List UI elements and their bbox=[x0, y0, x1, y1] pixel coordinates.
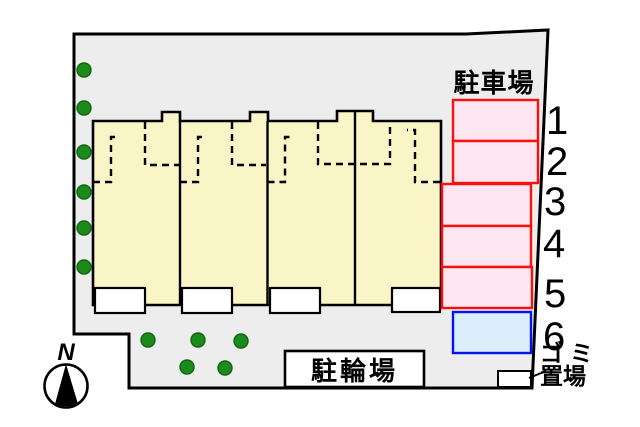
dashed-line bbox=[143, 122, 179, 167]
garbage-area-label-line1: ゴミ bbox=[540, 340, 600, 366]
tree-icon bbox=[76, 259, 92, 275]
porch bbox=[180, 286, 234, 315]
tree-icon bbox=[76, 100, 92, 116]
garbage-area-label-line2: 置場 bbox=[540, 363, 586, 389]
parking-space-3 bbox=[440, 182, 533, 228]
floorplan-dashed-lines bbox=[93, 122, 440, 184]
tree-icon bbox=[140, 332, 156, 348]
dashed-line bbox=[407, 128, 440, 184]
tree-icon bbox=[76, 144, 92, 160]
tree-icon bbox=[76, 184, 92, 200]
parking-space-2 bbox=[451, 139, 540, 185]
compass-needle-base bbox=[56, 399, 77, 407]
tree-icon bbox=[233, 333, 249, 349]
tree-icon bbox=[76, 220, 92, 236]
porch bbox=[93, 286, 147, 315]
dashed-line bbox=[267, 135, 293, 184]
bicycle-parking-box bbox=[283, 349, 426, 389]
dashed-line bbox=[180, 135, 206, 184]
unit-divider-walls bbox=[178, 111, 357, 305]
compass-needle bbox=[55, 364, 78, 404]
tree-icon bbox=[179, 359, 195, 375]
garbage-leader-line bbox=[528, 370, 547, 379]
entrance-porches bbox=[93, 286, 442, 315]
tree-icon bbox=[217, 360, 233, 376]
parking-space-5 bbox=[440, 265, 534, 310]
dashed-line bbox=[93, 135, 119, 184]
porch bbox=[390, 286, 442, 314]
parking-spaces bbox=[440, 98, 540, 355]
trees bbox=[76, 62, 249, 376]
parking-space-number-6: 6 bbox=[543, 315, 566, 359]
parking-space-number-1: 1 bbox=[546, 99, 569, 143]
parking-area-label: 駐車場 bbox=[453, 68, 535, 98]
parking-space-number-2: 2 bbox=[546, 140, 569, 184]
dashed-line bbox=[230, 122, 266, 167]
tree-icon bbox=[190, 332, 206, 348]
compass bbox=[43, 363, 89, 409]
parking-space-number-3: 3 bbox=[544, 180, 567, 224]
parking-space-1 bbox=[451, 98, 540, 143]
parking-space-number-4: 4 bbox=[543, 222, 566, 266]
parking-space-number-5: 5 bbox=[544, 272, 567, 316]
bicycle-parking-label: 駐輪場 bbox=[310, 355, 398, 386]
compass-north-label: N bbox=[57, 339, 75, 366]
garbage-area-label: ゴミ 置場 bbox=[540, 342, 600, 388]
dashed-line bbox=[316, 122, 392, 166]
porch bbox=[268, 286, 322, 315]
parking-space-4 bbox=[440, 224, 533, 269]
garbage-box bbox=[497, 370, 532, 388]
parking-space-6 bbox=[451, 310, 533, 355]
tree-icon bbox=[76, 62, 92, 78]
